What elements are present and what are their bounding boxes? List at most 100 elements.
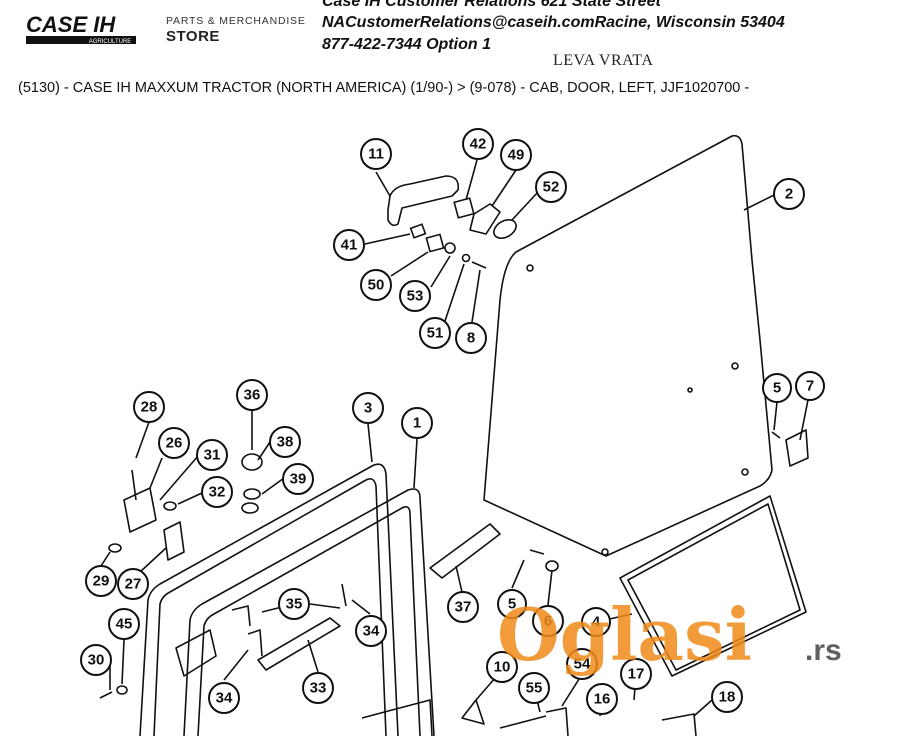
glass-hole: [687, 387, 693, 393]
callout-52[interactable]: 52: [535, 171, 567, 203]
svg-text:32: 32: [209, 484, 226, 501]
callout-32[interactable]: 32: [201, 476, 233, 508]
callout-2[interactable]: 2: [773, 178, 805, 210]
callout-45[interactable]: 45: [108, 608, 140, 640]
logo-text: CASE IH: [26, 12, 116, 37]
contact-address: Case IH Customer Relations 621 State Str…: [322, 0, 661, 10]
callout-10[interactable]: 10: [486, 651, 518, 683]
store-subtitle: PARTS & MERCHANDISE: [166, 15, 306, 27]
callout-17[interactable]: 17: [620, 658, 652, 690]
svg-text:26: 26: [166, 435, 183, 452]
svg-text:38: 38: [277, 434, 294, 451]
callout-42[interactable]: 42: [462, 128, 494, 160]
svg-text:29: 29: [93, 573, 110, 590]
svg-text:36: 36: [244, 387, 261, 404]
store-title: STORE: [166, 28, 220, 45]
door-glass-outline: [483, 134, 773, 557]
callout-6[interactable]: 6: [532, 605, 564, 637]
svg-text:49: 49: [508, 147, 525, 164]
gas-strut: [257, 617, 341, 671]
callout-49[interactable]: 49: [500, 139, 532, 171]
callout-1[interactable]: 1: [401, 407, 433, 439]
callout-38[interactable]: 38: [269, 426, 301, 458]
svg-text:17: 17: [628, 666, 645, 683]
svg-text:45: 45: [116, 616, 133, 633]
svg-text:11: 11: [368, 146, 384, 163]
callout-35[interactable]: 35: [278, 588, 310, 620]
svg-text:54: 54: [574, 656, 591, 673]
callout-3[interactable]: 3: [352, 392, 384, 424]
svg-text:34: 34: [363, 623, 380, 640]
callout-26[interactable]: 26: [158, 427, 190, 459]
svg-text:3: 3: [364, 400, 372, 417]
svg-text:10: 10: [494, 659, 511, 676]
svg-text:2: 2: [785, 186, 793, 203]
callout-50[interactable]: 50: [360, 269, 392, 301]
glass-hole: [731, 362, 739, 370]
svg-text:1: 1: [413, 415, 421, 432]
lower-window-frame: [619, 495, 807, 677]
svg-text:42: 42: [470, 136, 487, 153]
callout-34b[interactable]: 34: [208, 682, 240, 714]
callout-33[interactable]: 33: [302, 672, 334, 704]
glass-hole: [741, 468, 749, 476]
svg-text:5: 5: [508, 596, 516, 613]
svg-text:18: 18: [719, 689, 736, 706]
callout-54[interactable]: 54: [566, 648, 598, 680]
callout-51[interactable]: 51: [419, 317, 451, 349]
svg-text:4: 4: [592, 614, 601, 631]
parts-diagram: 11 42 49 52 2 41 50 53 51 8 5 7 28 36 3 …: [80, 128, 825, 736]
breadcrumb[interactable]: (5130) - CASE IH MAXXUM TRACTOR (NORTH A…: [18, 80, 750, 96]
svg-text:7: 7: [806, 378, 814, 395]
svg-text:6: 6: [544, 613, 552, 630]
svg-text:33: 33: [310, 680, 327, 697]
callout-31[interactable]: 31: [196, 439, 228, 471]
support-bar: [429, 523, 501, 579]
svg-text:16: 16: [594, 691, 611, 708]
callout-18[interactable]: 18: [711, 681, 743, 713]
svg-text:53: 53: [407, 288, 424, 305]
callout-5[interactable]: 5: [762, 373, 792, 403]
callout-55[interactable]: 55: [518, 672, 550, 704]
callout-37[interactable]: 37: [447, 591, 479, 623]
svg-text:39: 39: [290, 471, 307, 488]
case-ih-logo: CASE IH AGRICULTURE: [26, 12, 136, 45]
contact-phone: 877-422-7344 Option 1: [322, 36, 491, 53]
callout-27[interactable]: 27: [117, 568, 149, 600]
svg-text:50: 50: [368, 277, 385, 294]
callout-36[interactable]: 36: [236, 379, 268, 411]
logo-subtext: AGRICULTURE: [89, 39, 132, 45]
callout-5b[interactable]: 5: [497, 589, 527, 619]
svg-text:41: 41: [341, 237, 358, 254]
door-frame-inner: [183, 488, 435, 736]
door-handle: [387, 175, 460, 227]
callout-4[interactable]: 4: [581, 607, 611, 637]
svg-text:52: 52: [543, 179, 560, 196]
svg-text:55: 55: [526, 680, 543, 697]
callout-39[interactable]: 39: [282, 463, 314, 495]
callout-53[interactable]: 53: [399, 280, 431, 312]
svg-text:35: 35: [286, 596, 303, 613]
glass-hole: [526, 264, 534, 272]
leader-lines: [100, 159, 809, 717]
glass-hole: [601, 548, 609, 556]
callout-16[interactable]: 16: [586, 683, 618, 715]
door-seal-outer: [139, 463, 399, 736]
svg-text:34: 34: [216, 690, 233, 707]
callout-34[interactable]: 34: [355, 615, 387, 647]
svg-text:28: 28: [141, 399, 158, 416]
callout-41[interactable]: 41: [333, 229, 365, 261]
callout-29[interactable]: 29: [85, 565, 117, 597]
handwritten-note: LEVA VRATA: [553, 52, 654, 69]
svg-text:27: 27: [125, 576, 142, 593]
callout-28[interactable]: 28: [133, 391, 165, 423]
svg-text:5: 5: [773, 380, 781, 397]
callout-7[interactable]: 7: [795, 371, 825, 401]
contact-email: NACustomerRelations@caseih.comRacine, Wi…: [322, 14, 785, 31]
callout-8[interactable]: 8: [455, 322, 487, 354]
svg-text:30: 30: [88, 652, 105, 669]
callout-30[interactable]: 30: [80, 644, 112, 676]
svg-text:31: 31: [204, 447, 221, 464]
callout-11[interactable]: 11: [360, 138, 392, 170]
svg-text:51: 51: [427, 325, 444, 342]
